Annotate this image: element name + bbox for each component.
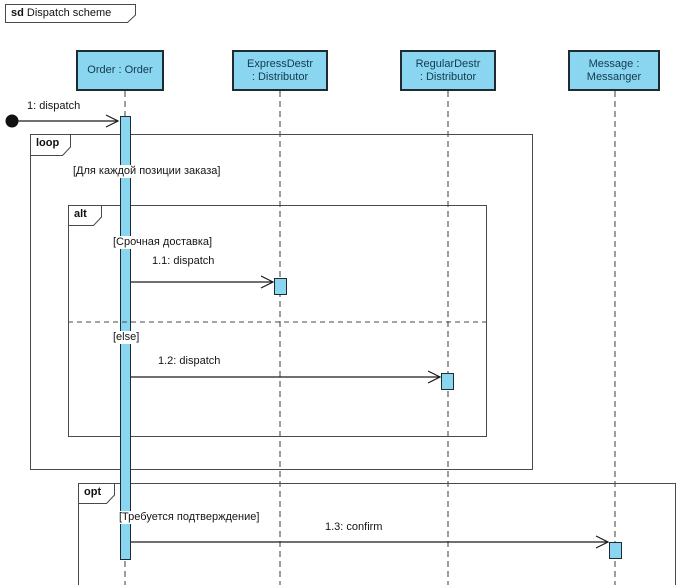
message-activation-bar[interactable] (609, 542, 622, 559)
opt-operator-tab: opt (78, 483, 115, 504)
diagram-keyword: sd (11, 7, 24, 19)
opt-fragment-frame[interactable] (78, 483, 676, 585)
lifeline-head-message[interactable]: Message : Messanger (568, 50, 660, 91)
alt-operator-label: alt (74, 208, 87, 220)
expressdestr-activation-bar[interactable] (274, 278, 287, 295)
lifeline-head-expressdestr[interactable]: ExpressDestr : Distributor (232, 50, 328, 91)
lifeline-head-order[interactable]: Order : Order (76, 50, 164, 91)
lifeline-name-line2: : Distributor (251, 70, 309, 83)
lifeline-name: Order : Order (87, 64, 153, 76)
loop-fragment-frame[interactable] (30, 134, 533, 470)
lifeline-name: Message : (588, 57, 640, 70)
alt-fragment-frame[interactable] (68, 205, 487, 437)
message-1-label: 1: dispatch (25, 100, 83, 113)
message-1-2-label: 1.2: dispatch (156, 355, 223, 368)
alt-operator-tab: alt (68, 205, 102, 226)
opt-operator-label: opt (84, 486, 102, 498)
lifeline-name: ExpressDestr (246, 57, 314, 70)
pentagon-shape (68, 205, 102, 226)
alt-guard-else-label: [else] (111, 331, 142, 344)
message-1-arrow[interactable] (5, 114, 120, 128)
loop-operator-label: loop (36, 137, 60, 149)
loop-guard-label: [Для каждой позиции заказа] (71, 165, 223, 178)
pentagon-shape (5, 4, 136, 23)
opt-guard-label: [Требуется подтверждение] (117, 511, 262, 524)
loop-operator-tab: loop (30, 134, 71, 156)
regulardestr-activation-bar[interactable] (441, 373, 454, 390)
pentagon-shape (30, 134, 71, 156)
alt-guard-if-label: [Срочная доставка] (111, 236, 215, 249)
lifeline-head-regulardestr[interactable]: RegularDestr : Distributor (400, 50, 496, 91)
found-message-circle[interactable] (5, 114, 19, 128)
lifeline-name: RegularDestr (415, 57, 481, 70)
pentagon-shape (78, 483, 115, 504)
lifeline-name-line2: Messanger (586, 70, 642, 83)
open-arrowhead-icon (105, 114, 120, 128)
diagram-title: sd Dispatch scheme (5, 4, 136, 19)
lifeline-name-line2: : Distributor (419, 70, 477, 83)
diagram-name: Dispatch scheme (26, 7, 112, 19)
message-1-1-label: 1.1: dispatch (150, 255, 217, 268)
diagram-title-tab: sd Dispatch scheme (5, 4, 136, 23)
message-1-3-label: 1.3: confirm (323, 521, 385, 534)
